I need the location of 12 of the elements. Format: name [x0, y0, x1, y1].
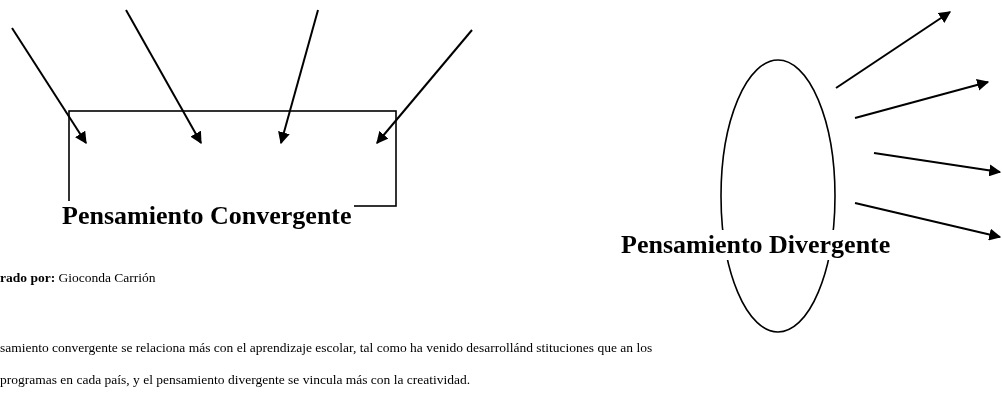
arrow	[376, 29, 473, 144]
paragraph: samiento convergente se relaciona más con el aprendizaje escolar, tal como ha venido desarrollánd stituciones que an los programas en cada país, y el pensamiento divergente se vincula más con la creatividad.	[0, 339, 654, 389]
arrow	[11, 27, 87, 144]
arrow	[278, 9, 319, 145]
arrow	[854, 202, 1002, 241]
node-heading: Pensamiento Divergente	[619, 230, 893, 260]
arrow	[873, 152, 1002, 177]
author-line: rado por: Gioconda Carrión	[0, 270, 157, 286]
arrow	[125, 9, 202, 145]
arrow	[835, 11, 951, 89]
node-heading: Pensamiento Convergente	[60, 201, 354, 231]
arrow	[854, 79, 990, 119]
